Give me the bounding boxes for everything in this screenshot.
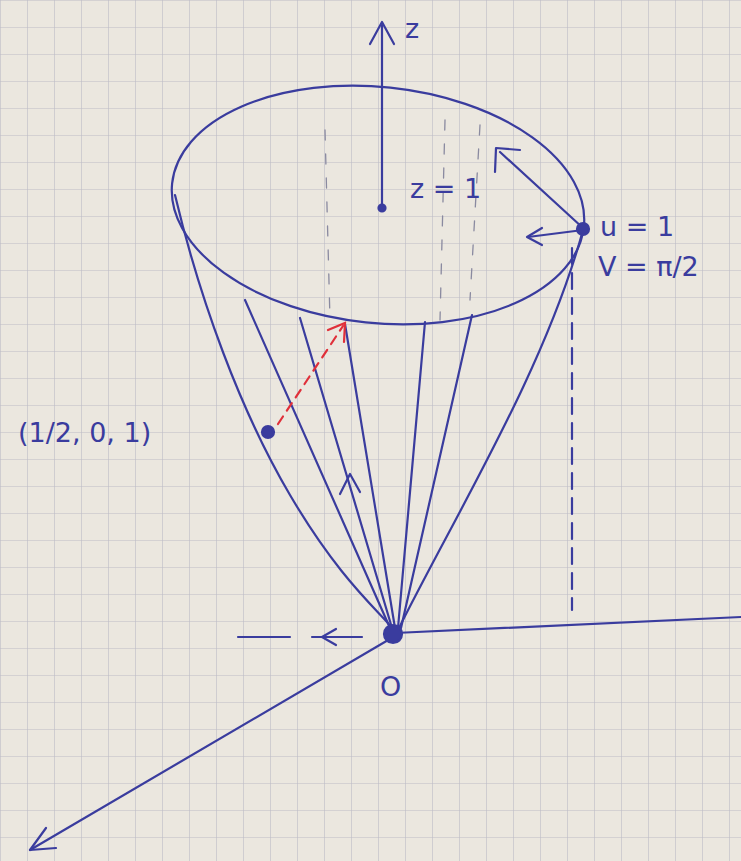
height-label: z = 1: [410, 174, 481, 204]
z-axis: [381, 25, 383, 210]
axis-label: z: [405, 14, 419, 44]
label-holder: z: [405, 14, 419, 44]
label-holder: O: [380, 672, 401, 702]
label-holder: V = π/2: [598, 252, 699, 282]
label-holder: (1/2, 0, 1): [18, 418, 151, 448]
origin-label: O: [380, 672, 401, 702]
parameter-label: u = 1: [600, 212, 674, 242]
cone-side: [398, 230, 583, 630]
cone-rim: [160, 66, 596, 344]
label-holder: u = 1: [600, 212, 674, 242]
parameter-label: V = π/2: [598, 252, 699, 282]
label-holder: z = 1: [410, 174, 481, 204]
red-dashed-arrow: [278, 326, 343, 424]
cone-side: [175, 195, 394, 630]
point-label: (1/2, 0, 1): [18, 418, 151, 448]
